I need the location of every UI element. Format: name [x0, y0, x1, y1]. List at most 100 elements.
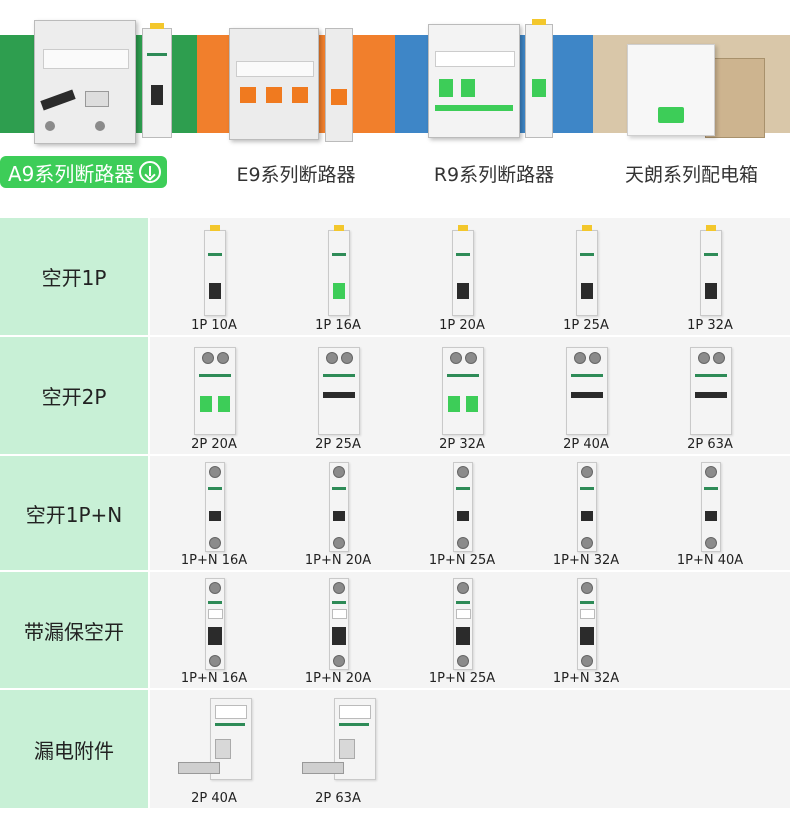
breaker-rcbo-image — [453, 578, 473, 670]
row-items: 2P 40A 2P 63A — [150, 690, 790, 808]
addon-connector-bar-image — [302, 762, 344, 774]
product-name: 2P 40A — [563, 437, 609, 452]
product-item[interactable]: 2P 32A — [400, 337, 524, 454]
product-item[interactable]: 1P 32A — [648, 218, 772, 335]
breaker-1pn-image — [329, 462, 349, 552]
product-name: 1P 20A — [439, 318, 485, 333]
r9-product-image — [428, 24, 520, 138]
product-name: 1P+N 32A — [552, 553, 620, 568]
row-items: 1P 10A 1P 16A 1P 20A 1P 25A 1P 32A — [150, 218, 790, 335]
tab-r9-label: R9系列断路器 — [395, 160, 593, 187]
product-name: 1P+N 20A — [304, 671, 372, 686]
tab-a9-text: A9系列断路器 — [8, 161, 135, 186]
tab-tianlang-text: 天朗系列配电箱 — [624, 164, 758, 186]
product-item[interactable]: 1P 20A — [400, 218, 524, 335]
tab-a9-pill[interactable]: A9系列断路器 — [0, 156, 168, 188]
product-name: 1P+N 20A — [304, 553, 372, 568]
product-name: 1P+N 16A — [180, 553, 248, 568]
breaker-1p-image — [700, 225, 722, 316]
breaker-1p-image — [576, 225, 598, 316]
row-items: 1P+N 16A 1P+N 20A 1P+N 25A 1P+N 32A — [150, 572, 790, 688]
product-name: 1P+N 25A — [428, 671, 496, 686]
breaker-1p-image — [204, 225, 226, 316]
breaker-1p-image — [452, 225, 474, 316]
breaker-rcbo-image — [329, 578, 349, 670]
breaker-1pn-image — [577, 462, 597, 552]
a9-product-image — [34, 20, 136, 144]
product-name: 1P+N 25A — [428, 553, 496, 568]
breaker-2p-image — [690, 347, 732, 435]
tab-tianlang-label: 天朗系列配电箱 — [593, 160, 790, 187]
breaker-2p-image — [318, 347, 360, 435]
breaker-2p-image — [566, 347, 608, 435]
row-items: 2P 20A 2P 25A 2P 32A 2P 40A 2P 63A — [150, 337, 790, 454]
breaker-rcbo-image — [205, 578, 225, 670]
product-item[interactable]: 1P+N 32A — [524, 456, 648, 570]
tianlang-box-front-image — [627, 44, 715, 136]
tianlang-box-back-image — [705, 58, 765, 138]
product-item[interactable]: 2P 63A — [648, 337, 772, 454]
addon-connector-bar-image — [178, 762, 220, 774]
product-name: 1P+N 32A — [552, 671, 620, 686]
row-1pn: 空开1P+N 1P+N 16A 1P+N 20A 1P+N 25A 1P+N 3… — [0, 456, 790, 570]
breaker-1p-image — [328, 225, 350, 316]
arrow-down-circle-icon — [139, 161, 162, 183]
product-name: 2P 25A — [315, 437, 361, 452]
r9-breaker-image — [525, 19, 553, 138]
product-name: 2P 63A — [687, 437, 733, 452]
product-item[interactable]: 1P+N 20A — [276, 572, 400, 688]
row-title: 空开2P — [0, 337, 148, 454]
product-name: 1P 32A — [687, 318, 733, 333]
breaker-1pn-image — [205, 462, 225, 552]
e9-product-image — [229, 28, 319, 140]
product-item[interactable]: 1P+N 32A — [524, 572, 648, 688]
product-item[interactable]: 1P 25A — [524, 218, 648, 335]
breaker-2p-image — [442, 347, 484, 435]
product-name: 1P+N 16A — [180, 671, 248, 686]
product-name: 1P 16A — [315, 318, 361, 333]
row-title: 漏电附件 — [0, 690, 148, 808]
breaker-1pn-image — [453, 462, 473, 552]
product-item[interactable]: 2P 20A — [152, 337, 276, 454]
breaker-1pn-image — [701, 462, 721, 552]
breaker-2p-image — [194, 347, 236, 435]
product-item[interactable]: 2P 40A — [524, 337, 648, 454]
row-items: 1P+N 16A 1P+N 20A 1P+N 25A 1P+N 32A 1P+N… — [150, 456, 790, 570]
product-name: 2P 40A — [191, 791, 237, 806]
product-item[interactable]: 1P 16A — [276, 218, 400, 335]
e9-breaker-image — [325, 28, 353, 142]
product-name: 2P 20A — [191, 437, 237, 452]
product-name: 1P 10A — [191, 318, 237, 333]
series-banner: A9系列断路器 E9系列断路器 R9系列断路器 — [0, 0, 790, 200]
product-item[interactable]: 1P+N 25A — [400, 572, 524, 688]
product-item[interactable]: 1P+N 25A — [400, 456, 524, 570]
product-item[interactable]: 2P 25A — [276, 337, 400, 454]
product-item[interactable]: 1P+N 20A — [276, 456, 400, 570]
tab-a9-label: A9系列断路器 — [0, 156, 197, 188]
product-item[interactable]: 2P 40A — [152, 690, 276, 808]
tab-e9-label: E9系列断路器 — [197, 160, 395, 187]
tab-r9-text: R9系列断路器 — [433, 164, 555, 186]
tab-e9-series[interactable]: E9系列断路器 — [197, 0, 395, 200]
product-item[interactable]: 1P 10A — [152, 218, 276, 335]
product-item[interactable]: 1P+N 16A — [152, 456, 276, 570]
row-2p: 空开2P 2P 20A 2P 25A 2P 32A 2P 40A 2P 63A — [0, 337, 790, 454]
row-rcbo: 带漏保空开 1P+N 16A 1P+N 20A 1P+N 25A 1P+N 32… — [0, 572, 790, 688]
tab-a9-series[interactable]: A9系列断路器 — [0, 0, 197, 200]
a9-breaker-image — [142, 23, 172, 138]
tab-r9-series[interactable]: R9系列断路器 — [395, 0, 593, 200]
product-name: 2P 63A — [315, 791, 361, 806]
product-name: 2P 32A — [439, 437, 485, 452]
breaker-rcbo-image — [577, 578, 597, 670]
row-title: 空开1P+N — [0, 456, 148, 570]
tab-e9-text: E9系列断路器 — [236, 164, 356, 186]
product-item[interactable]: 1P+N 16A — [152, 572, 276, 688]
row-vigi-addon: 漏电附件 2P 40A 2P 63A — [0, 690, 790, 808]
product-name: 1P+N 40A — [676, 553, 744, 568]
row-title: 空开1P — [0, 218, 148, 335]
product-name: 1P 25A — [563, 318, 609, 333]
row-1p: 空开1P 1P 10A 1P 16A 1P 20A 1P 25A 1P 32A — [0, 218, 790, 335]
tab-tianlang-series[interactable]: 天朗系列配电箱 — [593, 0, 790, 200]
product-item[interactable]: 1P+N 40A — [648, 456, 772, 570]
product-item[interactable]: 2P 63A — [276, 690, 400, 808]
